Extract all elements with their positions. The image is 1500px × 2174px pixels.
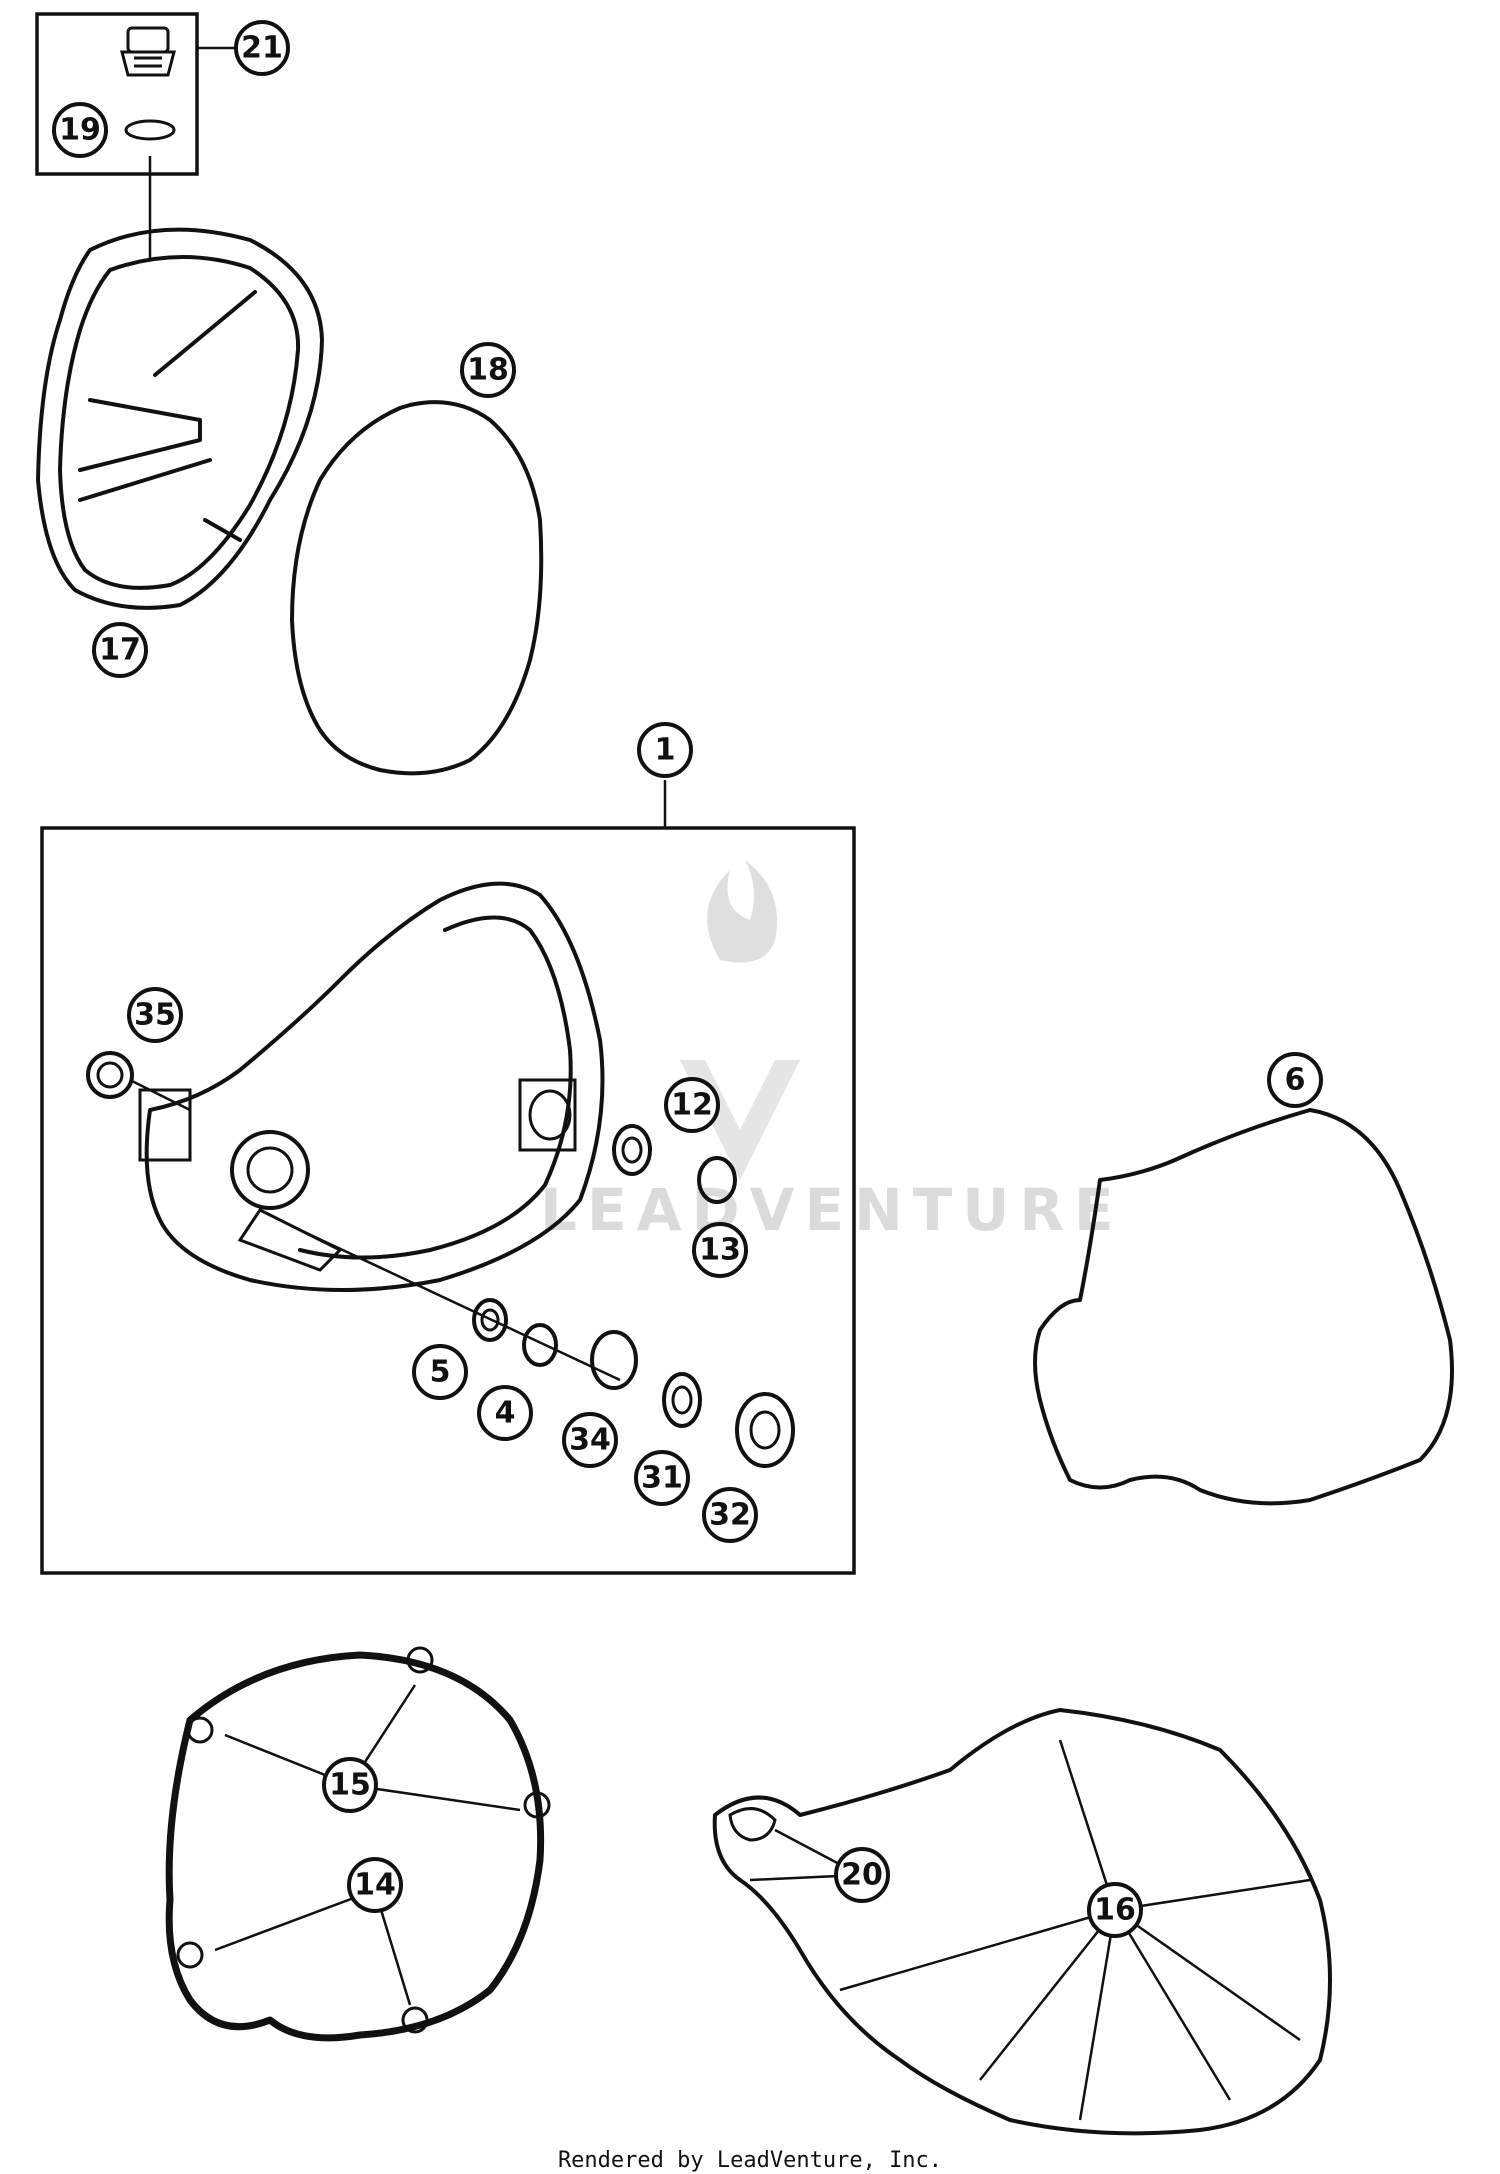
gasket-21-dowel <box>728 1807 777 1842</box>
svg-text:16: 16 <box>1094 1893 1136 1928</box>
callout-31: 31 <box>634 1450 690 1506</box>
bearing-part-12 <box>612 1124 652 1176</box>
svg-text:34: 34 <box>569 1423 611 1458</box>
svg-text:13: 13 <box>699 1233 741 1268</box>
svg-text:14: 14 <box>354 1868 396 1903</box>
svg-text:5: 5 <box>430 1355 451 1390</box>
svg-text:12: 12 <box>671 1088 713 1123</box>
gasket-15-tabs <box>176 1646 551 2034</box>
callout-14: 14 <box>347 1857 403 1913</box>
svg-text:20: 20 <box>841 1858 883 1893</box>
callout-35: 35 <box>127 987 183 1043</box>
clutch-cover-gasket-part-18 <box>290 400 544 776</box>
seal-part-5 <box>472 1298 508 1342</box>
bearing-part-31 <box>662 1372 702 1428</box>
circlip-part-4 <box>522 1323 558 1367</box>
svg-text:6: 6 <box>1285 1063 1306 1098</box>
svg-text:4: 4 <box>495 1396 516 1431</box>
seal-part-35 <box>86 1051 134 1099</box>
svg-text:31: 31 <box>641 1461 683 1496</box>
plug-oring-box <box>35 12 199 176</box>
svg-text:32: 32 <box>709 1498 751 1533</box>
inner-cover-assembly-box <box>40 826 856 1575</box>
inner-clutch-cover-part-1 <box>138 881 605 1292</box>
svg-text:21: 21 <box>241 31 283 66</box>
callout-20: 21 <box>234 20 290 76</box>
callout-15: 15 <box>322 1757 378 1813</box>
svg-text:35: 35 <box>134 998 176 1033</box>
svg-text:17: 17 <box>99 633 141 668</box>
crankcase-gasket-part-16 <box>712 1708 1332 2136</box>
circlip-part-13 <box>697 1156 737 1204</box>
bearing-part-32 <box>735 1392 795 1468</box>
leadventure-watermark: LEADVENTURE <box>540 860 1124 1244</box>
callout-18: 18 <box>460 342 516 398</box>
inner-cover-gasket-part-6 <box>1033 1108 1454 1506</box>
outer-cover-gasket-part-14 <box>165 1651 545 2042</box>
callout-13: 13 <box>692 1222 748 1278</box>
watermark-text: LEADVENTURE <box>540 1176 1124 1244</box>
footer-credit: Rendered by LeadVenture, Inc. <box>557 2148 943 2173</box>
callout-1: 1 <box>637 722 693 778</box>
clutch-cover-part-17 <box>36 227 324 610</box>
callout-5: 5 <box>412 1344 468 1400</box>
callout-32: 32 <box>702 1487 758 1543</box>
callout-16: 16 <box>1087 1882 1143 1938</box>
oil-filler-plug-part-20 <box>120 26 176 77</box>
svg-text:1: 1 <box>655 733 676 768</box>
callout-19: 19 <box>52 102 108 158</box>
callout-4: 4 <box>477 1385 533 1441</box>
circlip-part-34 <box>590 1330 638 1390</box>
callout-21: 20 <box>834 1847 890 1903</box>
svg-text:18: 18 <box>467 353 509 388</box>
o-ring-part-19 <box>124 119 176 141</box>
callout-12: 12 <box>664 1077 720 1133</box>
callout-34: 34 <box>562 1412 618 1468</box>
svg-text:15: 15 <box>329 1768 371 1803</box>
svg-text:19: 19 <box>59 113 101 148</box>
callout-17: 17 <box>92 622 148 678</box>
callout-6: 6 <box>1267 1052 1323 1108</box>
